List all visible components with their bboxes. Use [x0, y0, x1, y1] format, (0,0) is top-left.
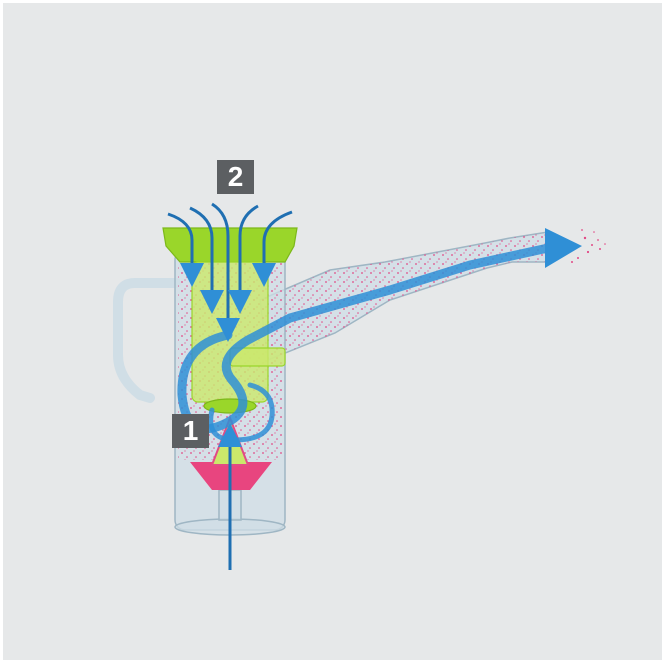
inspiratory-valve-cap — [163, 228, 297, 262]
handle — [118, 283, 176, 398]
step-2-badge: 2 — [217, 160, 254, 194]
airflow-arrow-outlet — [545, 228, 582, 268]
step-1-badge: 1 — [172, 414, 209, 448]
